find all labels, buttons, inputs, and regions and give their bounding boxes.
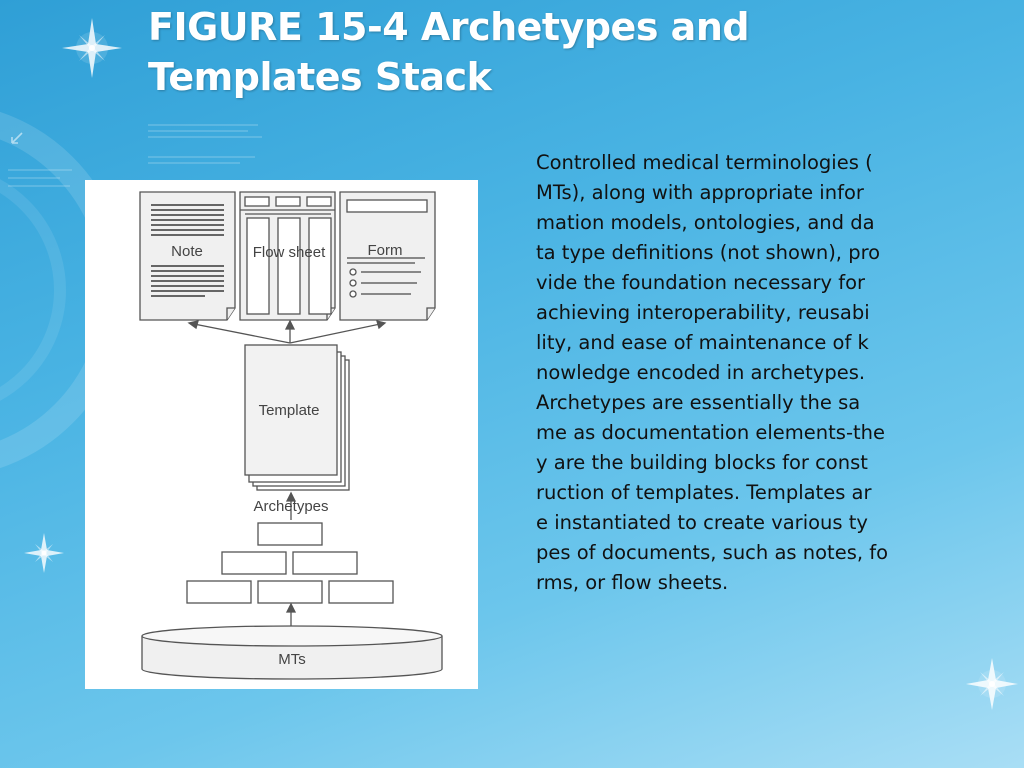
flowsheet-label: Flow sheet (253, 244, 326, 261)
flowsheet-cell-3 (306, 196, 332, 207)
template-label: Template (259, 402, 320, 419)
slide-title: FIGURE 15-4 Archetypes and Templates Sta… (148, 5, 750, 99)
flowsheet-column-3 (308, 217, 332, 315)
form-text-lines (347, 257, 425, 264)
form-label: Form (368, 242, 403, 259)
archetype-block-bottom-right (328, 580, 394, 604)
flowsheet-cell-2 (275, 196, 301, 207)
archetype-block-bottom-left (186, 580, 252, 604)
archetypes-templates-stack-figure: Note Flow sheet Form Template Archetypes… (85, 180, 478, 689)
form-radio-3 (349, 290, 357, 298)
flowsheet-column-1 (246, 217, 270, 315)
archetype-block-mid-left (221, 551, 287, 575)
form-header-field (346, 199, 428, 213)
archetype-block-bottom-center (257, 580, 323, 604)
form-radio-2 (349, 279, 357, 287)
stack-diagram: Note Flow sheet Form Template Archetypes… (139, 191, 443, 680)
mts-cylinder (141, 625, 443, 680)
sparkle-star-top-left (62, 18, 122, 78)
template-stack (244, 344, 350, 491)
form-document (339, 191, 436, 321)
note-text-lines (151, 204, 224, 297)
arrow-mark (11, 132, 23, 144)
archetypes-label: Archetypes (253, 498, 328, 515)
archetype-blocks (186, 522, 394, 604)
body-text: Controlled medical terminologies ( MTs),… (536, 151, 889, 594)
flowsheet-document (239, 191, 336, 321)
sparkle-star-bottom-right (966, 658, 1018, 710)
background-line-marks (8, 124, 262, 187)
form-option-lines (361, 271, 421, 295)
flowsheet-column-2 (277, 217, 301, 315)
note-document (139, 191, 236, 321)
flowsheet-cell-1 (244, 196, 270, 207)
sparkle-star-left (24, 533, 64, 573)
background-arc-inner (0, 179, 66, 401)
form-radio-1 (349, 268, 357, 276)
mts-label: MTs (278, 651, 306, 668)
archetype-block-top (257, 522, 323, 546)
note-label: Note (171, 243, 203, 260)
archetype-block-mid-right (292, 551, 358, 575)
template-to-documents-arrows (187, 319, 387, 344)
